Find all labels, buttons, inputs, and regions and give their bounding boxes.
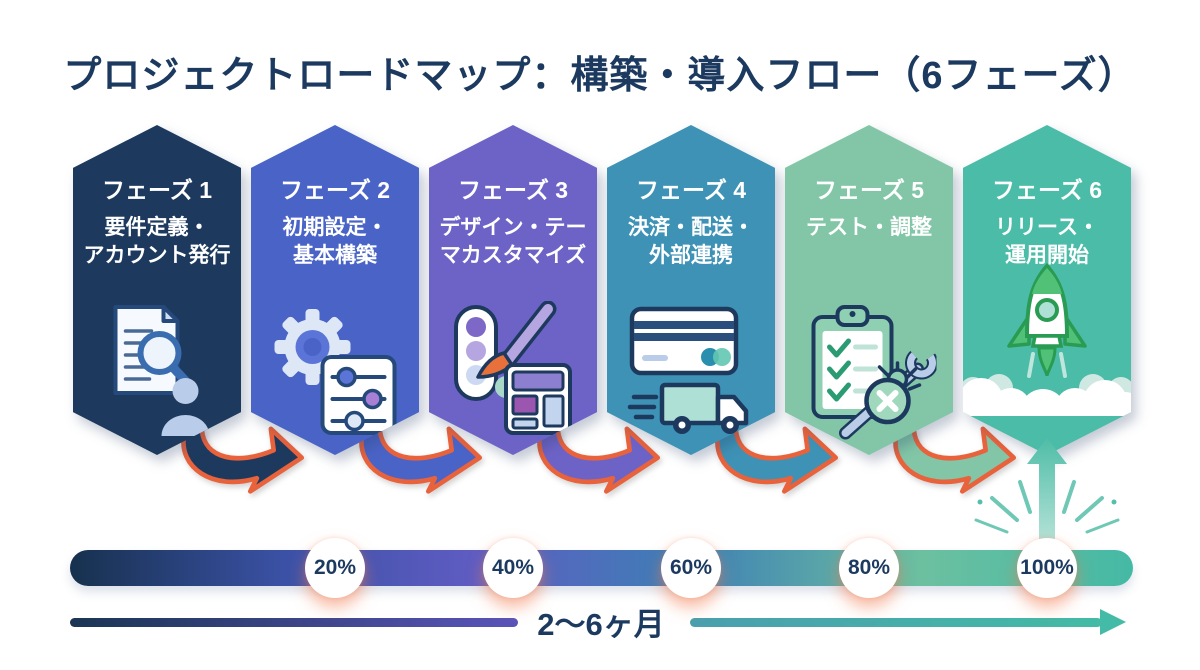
swoosh-arrow-2-icon	[359, 426, 482, 494]
phase-4-label: フェーズ 4	[635, 177, 747, 203]
milestone-badge-40: 40%	[483, 538, 543, 598]
swoosh-arrow-1-icon	[181, 426, 304, 494]
phase-hex-3: フェーズ 3 デザイン・テーマカスタマイズ	[429, 125, 597, 455]
phase-6-label: フェーズ 6	[991, 177, 1103, 203]
gear-sliders-icon	[273, 301, 398, 446]
phase-hex-1: フェーズ 1 要件定義・アカウント発行	[73, 125, 241, 455]
phase-2-label: フェーズ 2	[279, 177, 391, 203]
milestone-badge-20: 20%	[305, 538, 365, 598]
document-search-user-icon	[100, 301, 215, 441]
rocket-launch-icon	[963, 258, 1131, 435]
phase-hex-2: フェーズ 2 初期設定・基本構築	[251, 125, 419, 455]
progress-bar	[70, 550, 1133, 586]
phase-4-desc: 決済・配送・外部連携	[628, 216, 754, 268]
timeline-line-right	[690, 618, 1102, 627]
phase-3-desc: デザイン・テーマカスタマイズ	[439, 216, 587, 268]
milestone-badge-80: 80%	[839, 538, 899, 598]
phase-2-desc: 初期設定・基本構築	[282, 216, 388, 268]
phase-hex-6: フェーズ 6 リリース・運用開始	[963, 125, 1131, 455]
up-arrow-icon	[1027, 438, 1067, 546]
phase-1-desc: 要件定義・アカウント発行	[83, 216, 231, 268]
duration-label: 2〜6ヶ月	[537, 607, 665, 642]
phase-1-label: フェーズ 1	[101, 177, 213, 203]
phase-5-desc: テスト・調整	[806, 216, 932, 239]
swoosh-arrow-5-icon	[893, 426, 1016, 494]
phase-hex-5: フェーズ 5 テスト・調整	[785, 125, 953, 455]
milestone-badge-100: 100%	[1017, 538, 1077, 598]
timeline-arrowhead-icon	[1100, 609, 1126, 635]
clipboard-test-bug-icon	[802, 301, 938, 446]
palette-brush-layout-icon	[448, 300, 578, 446]
phase-hex-4: フェーズ 4 決済・配送・外部連携	[607, 125, 775, 455]
phase-3-label: フェーズ 3	[457, 177, 569, 203]
page-title: プロジェクトロードマップ：構築・導入フロー（6フェーズ）	[63, 55, 1137, 97]
phase-6-desc: リリース・運用開始	[995, 216, 1099, 268]
milestone-badge-60: 60%	[661, 538, 721, 598]
credit-card-truck-icon	[626, 301, 756, 446]
sparkle-burst-icon	[974, 473, 1120, 534]
phase-5-label: フェーズ 5	[813, 177, 925, 203]
swoosh-arrow-4-icon	[715, 426, 838, 494]
swoosh-arrow-3-icon	[537, 426, 660, 494]
timeline-line-left	[70, 618, 518, 627]
